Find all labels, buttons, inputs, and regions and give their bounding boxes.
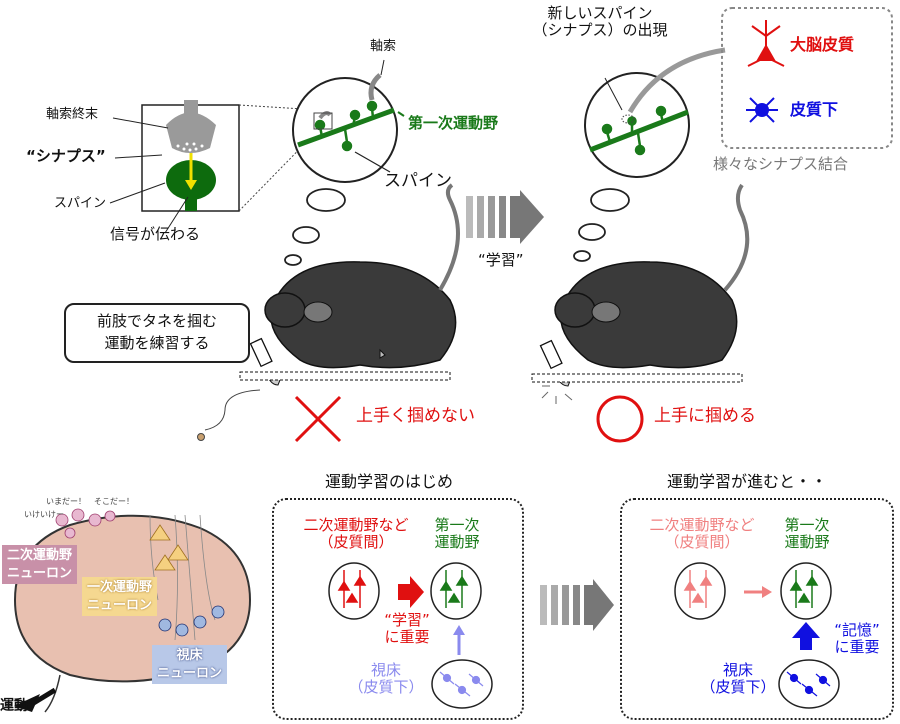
panel-progress-thalamus-label: 視床 （皮質下） — [698, 661, 778, 697]
primary-motor-label: 第一次運動野 — [408, 114, 499, 132]
thalamus-neuron-line-1: 視床 — [176, 648, 203, 663]
new-spine-line-1: 新しいスパイン — [547, 4, 653, 22]
practice-speech-bubble: 前肢でタネを掴む 運動を練習する — [64, 303, 250, 363]
spine-label: スパイン — [54, 196, 107, 211]
synapse-label: “シナプス” — [26, 147, 106, 165]
primary-neuron-label: 一次運動野 ニューロン — [82, 577, 158, 617]
panel-start-thalamus-arrow — [453, 625, 465, 635]
fail-label: 上手く掴めない — [356, 406, 475, 426]
panel-start-title: 運動学習のはじめ — [325, 472, 454, 491]
panel-start-secondary-label: 二次運動野など （皮質間） — [290, 516, 422, 552]
success-label: 上手に掴める — [654, 406, 756, 426]
spine-label-2: スパイン — [384, 171, 452, 191]
panel-start-primary-line-2: 運動野 — [434, 533, 480, 552]
panel-start-important-line-1: “学習” — [384, 611, 430, 629]
cortex-label: 大脳皮質 — [790, 35, 855, 54]
right-magnifier-circle — [584, 72, 690, 178]
panel-progress-secondary-line-2: （皮質間） — [664, 533, 740, 552]
panel-progress-primary-circle — [780, 562, 832, 620]
panel-progress-thalamus-line-2: （皮質下） — [700, 678, 776, 697]
panel-start-important-label: “学習” に重要 — [376, 611, 438, 647]
panel-start-box — [272, 498, 524, 720]
panel-progress-primary-label: 第一次 運動野 — [774, 516, 840, 552]
panel-start-thalamus-line-2: （皮質下） — [348, 678, 424, 697]
speech-line-2: 運動を練習する — [104, 333, 210, 352]
panel-start-secondary-line-1: 二次運動野など — [303, 516, 409, 534]
panel-start-thalamus-label: 視床 （皮質下） — [346, 661, 426, 697]
panel-progress-title: 運動学習が進むと・・ — [667, 472, 828, 491]
synapse-types-box — [721, 7, 893, 149]
learning-arrow-bottom — [540, 579, 614, 631]
panel-progress-thalamus-circle — [778, 659, 840, 709]
panel-progress-box — [620, 498, 894, 720]
motor-output-label: 運動 — [0, 698, 28, 714]
signal-label: 信号が伝わる — [110, 225, 201, 243]
axon-terminal-shape — [166, 112, 216, 153]
panel-progress-secondary-line-1: 二次運動野など — [649, 516, 755, 534]
panel-start-primary-line-1: 第一次 — [434, 516, 480, 534]
new-spine-line-2: （シナプス）の出現 — [532, 21, 668, 40]
panel-progress-primary-line-1: 第一次 — [784, 516, 830, 534]
secondary-neuron-label: 二次運動野 ニューロン — [2, 545, 78, 585]
motor-arrow — [14, 694, 40, 712]
panel-progress-secondary-circle — [674, 562, 726, 620]
panel-start-thalamus-circle — [431, 659, 493, 709]
secondary-neuron-line-1: 二次運動野 — [7, 548, 73, 563]
fail-cross-mark — [294, 395, 342, 443]
success-circle-mark — [596, 395, 644, 443]
subcortex-label: 皮質下 — [790, 100, 839, 119]
panel-start-secondary-circle — [328, 562, 380, 620]
subcortex-neuron-icon — [746, 97, 778, 123]
primary-neuron-line-1: 一次運動野 — [87, 580, 153, 595]
learning-label: “学習” — [478, 251, 524, 269]
panel-start-important-line-2: に重要 — [384, 628, 430, 647]
panel-start-thalamus-line-1: 視床 — [370, 661, 401, 679]
thalamus-neuron-line-2: ニューロン — [157, 665, 223, 681]
panel-start-red-arrow — [398, 576, 424, 608]
panel-start-primary-label: 第一次 運動野 — [424, 516, 490, 552]
learning-arrow-top — [466, 190, 544, 244]
panel-progress-important-label: “記憶” に重要 — [826, 621, 888, 657]
secondary-neuron-line-2: ニューロン — [7, 565, 73, 581]
panel-start-secondary-line-2: （皮質間） — [318, 533, 394, 552]
panel-progress-thalamus-line-1: 視床 — [722, 661, 753, 679]
various-synapses-label: 様々なシナプス結合 — [713, 155, 849, 173]
axon-label: 軸索 — [370, 39, 397, 54]
panel-progress-pink-arrow — [762, 586, 772, 598]
new-spine-label: 新しいスパイン （シナプス）の出現 — [520, 4, 680, 40]
speech-line-1: 前肢でタネを掴む — [96, 312, 217, 330]
primary-neuron-line-2: ニューロン — [87, 597, 153, 613]
panel-progress-blue-arrow — [792, 622, 820, 650]
thalamus-neuron-label: 視床 ニューロン — [152, 645, 228, 685]
left-mouse — [249, 183, 460, 386]
cortex-neuron-icon — [747, 20, 785, 67]
cheer-text-2: いけいけー — [24, 510, 64, 519]
panel-progress-important-line-2: に重要 — [834, 638, 880, 657]
cheer-text-1: いまだー！ そこだー！ — [46, 497, 134, 506]
panel-start-primary-circle — [430, 562, 482, 620]
signal-arrow — [185, 180, 197, 190]
axon-terminal-label: 軸索終末 — [46, 107, 99, 122]
panel-progress-important-line-1: “記憶” — [834, 621, 880, 639]
right-mouse — [539, 183, 750, 387]
panel-progress-secondary-label: 二次運動野など （皮質間） — [636, 516, 768, 552]
panel-progress-primary-line-2: 運動野 — [784, 533, 830, 552]
